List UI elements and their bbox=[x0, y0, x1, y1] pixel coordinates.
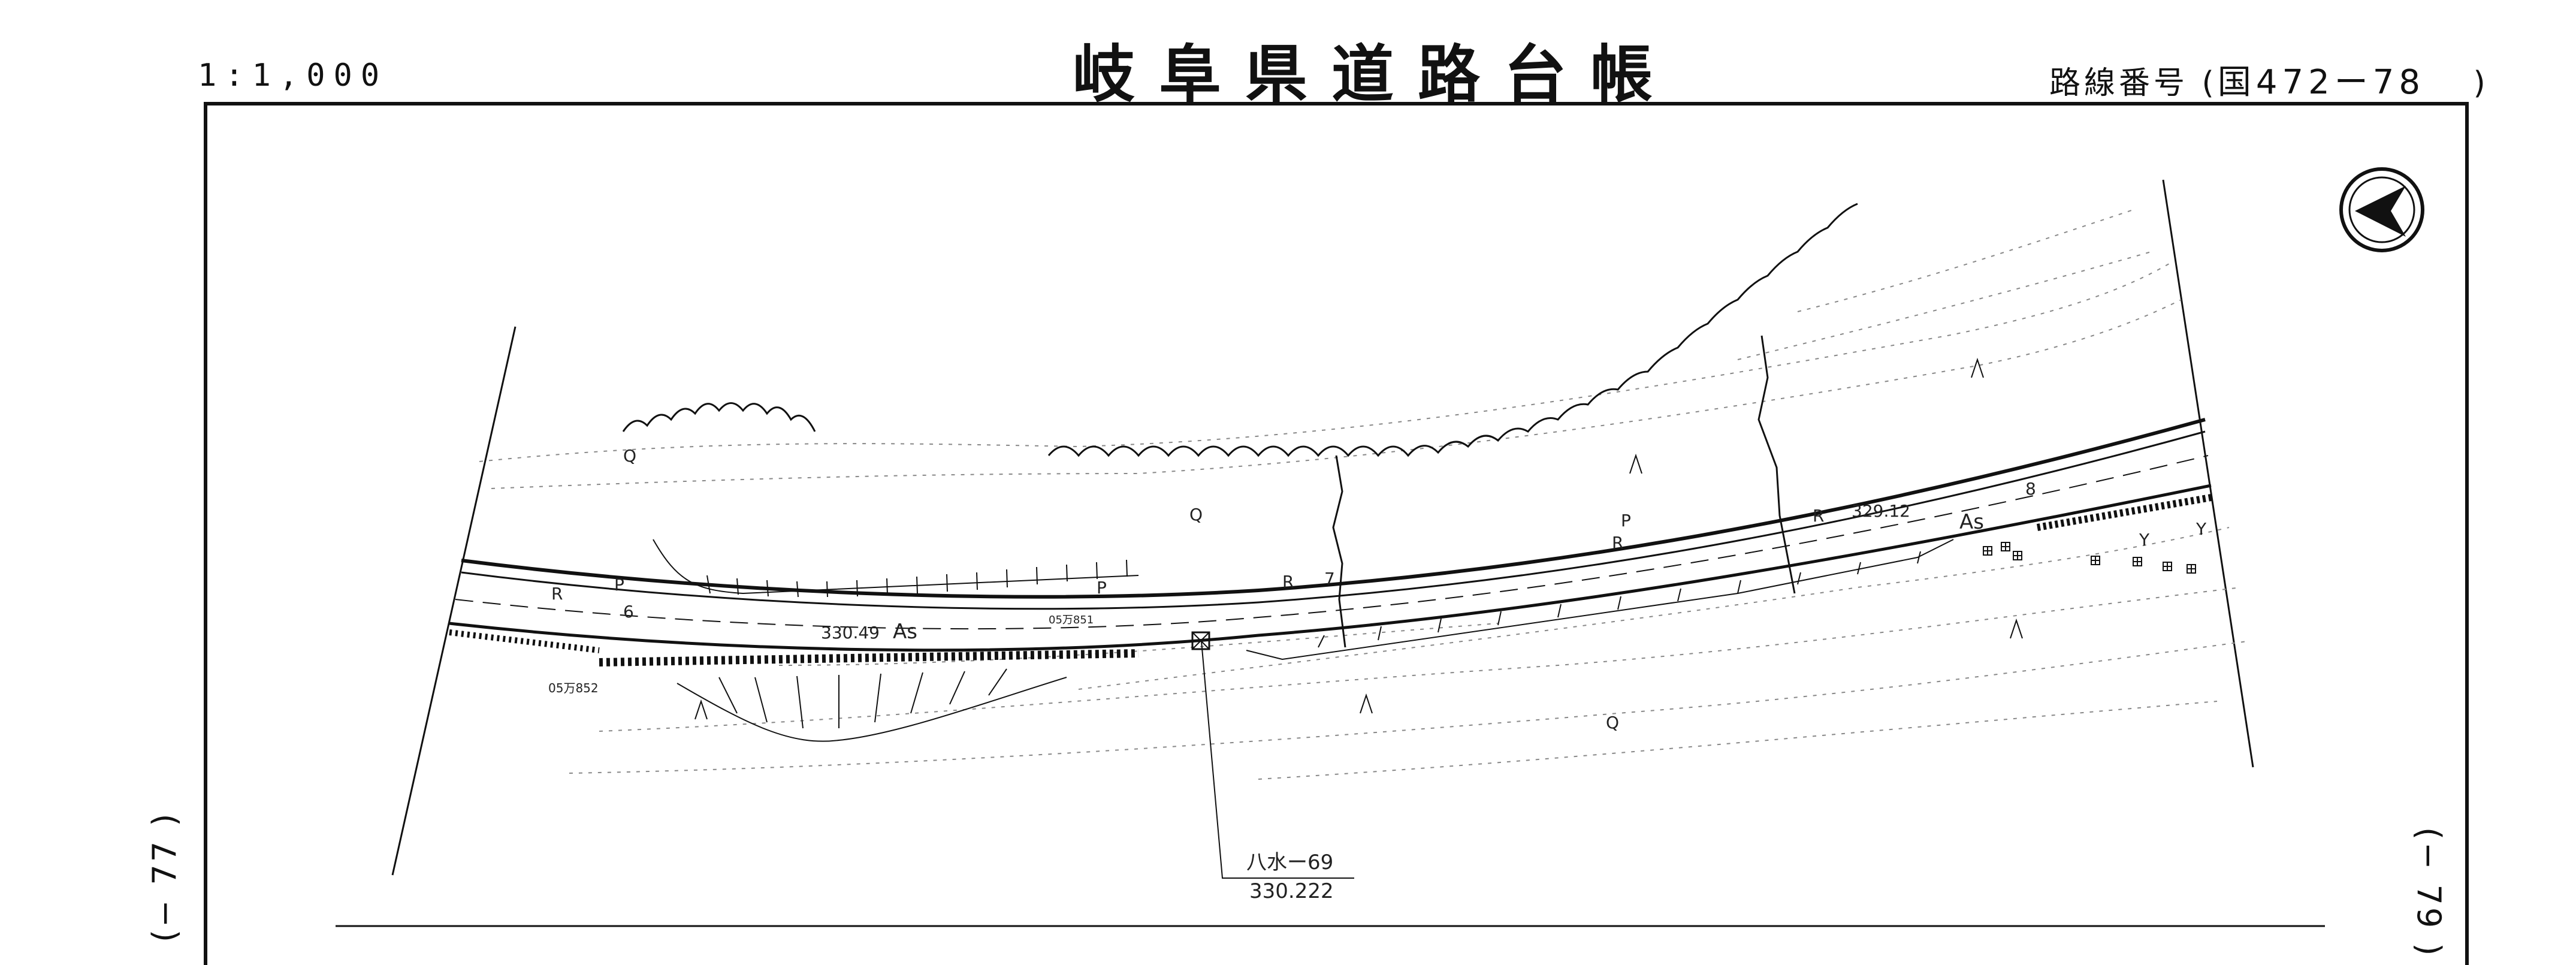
surface-label-b: As bbox=[1959, 510, 1984, 534]
north-arrow-icon bbox=[2339, 167, 2424, 252]
section-line-8 bbox=[1757, 335, 1796, 594]
marker-label-a: 05万852 bbox=[548, 681, 599, 695]
route-number-label: 路線番号 bbox=[2049, 65, 2189, 101]
benchmark-marker bbox=[1191, 631, 1210, 650]
route-number-value: 国472ー78 bbox=[2217, 63, 2425, 102]
field-symbols bbox=[694, 357, 2196, 720]
road-label-r1: R bbox=[551, 584, 563, 604]
road-label-p1: P bbox=[614, 575, 624, 595]
elevation-label-b: 329.12 bbox=[1852, 501, 1910, 521]
sheet-edge-left bbox=[391, 326, 517, 876]
benchmark-name: 八水ー69 bbox=[1246, 851, 1333, 874]
road-edge-north-inner bbox=[461, 430, 2206, 610]
slope-hachures bbox=[706, 551, 1921, 729]
road-label-r2: R bbox=[1282, 572, 1294, 592]
slope-north bbox=[653, 539, 1139, 595]
road-label-y2: Y bbox=[2196, 519, 2207, 539]
tree-line bbox=[1047, 203, 1858, 457]
road-label-r4: R bbox=[1813, 506, 1824, 526]
vegetation-label-q3: Q bbox=[1606, 713, 1619, 732]
section-line-7 bbox=[1332, 455, 1346, 648]
marker-label-b: 05万851 bbox=[1049, 614, 1094, 626]
map-scale: 1:1,000 bbox=[198, 58, 388, 94]
slope-south-left bbox=[677, 677, 1067, 742]
slope-south-mid bbox=[1246, 539, 1954, 661]
tree-line-left bbox=[622, 402, 816, 432]
benchmark-leader bbox=[1201, 641, 1354, 879]
vegetation-label-q1: Q bbox=[623, 446, 636, 466]
contour-lines bbox=[479, 209, 2248, 780]
road-label-p3: P bbox=[1621, 511, 1631, 530]
vegetation-label-q2: Q bbox=[1189, 505, 1203, 524]
station-label-7: 7 bbox=[1324, 569, 1335, 589]
retaining-wall-a bbox=[599, 649, 1139, 667]
page-title: 岐阜県道路台帳 bbox=[1073, 37, 1677, 111]
road-label-p2: P bbox=[1097, 578, 1107, 598]
road-centreline bbox=[455, 455, 2209, 630]
road-label-y1: Y bbox=[2139, 530, 2150, 550]
map-frame bbox=[204, 102, 2469, 965]
route-close-paren: ) bbox=[2425, 65, 2489, 101]
route-number: 路線番号 (国472ー78 ) bbox=[2049, 66, 2489, 99]
surface-label-a: As bbox=[893, 620, 917, 644]
sheet-edge-right bbox=[2162, 179, 2254, 768]
road-edge-south bbox=[449, 484, 2212, 652]
route-open-paren: ( bbox=[2201, 65, 2218, 101]
elevation-label-a: 330.49 bbox=[821, 623, 880, 643]
road-map: 6 7 8 330.49 329.12 As As 05万852 05万851 … bbox=[336, 167, 2424, 927]
road-label-r3: R bbox=[1612, 533, 1623, 553]
station-label-8: 8 bbox=[2025, 479, 2036, 499]
road-edge-north bbox=[461, 418, 2206, 599]
benchmark-elevation: 330.222 bbox=[1249, 879, 1334, 903]
guardrail-left bbox=[449, 629, 600, 653]
station-label-6: 6 bbox=[623, 602, 634, 622]
